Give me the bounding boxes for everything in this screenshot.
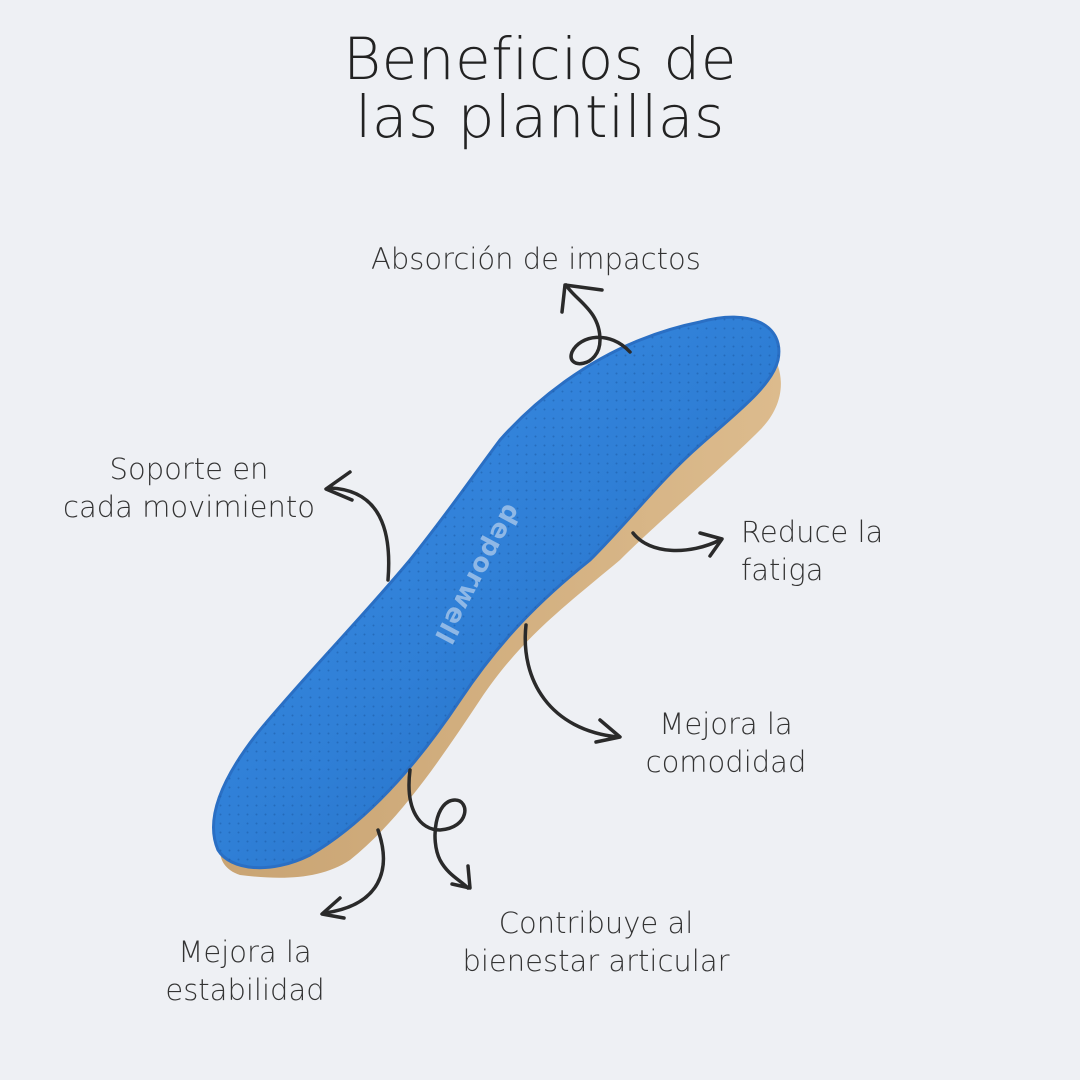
arrow-absorcion-head xyxy=(560,283,604,314)
arrow-absorcion xyxy=(564,283,632,366)
benefit-estabilidad-line-2: estabilidad xyxy=(165,973,325,1007)
arrow-fatiga-head xyxy=(698,531,724,558)
arrow-soporte-head xyxy=(324,470,354,502)
arrow-soporte xyxy=(328,486,391,582)
arrow-comodidad xyxy=(523,623,620,739)
title-line-2: las plantillas xyxy=(355,83,725,151)
arrow-comodidad-head xyxy=(594,718,622,744)
benefit-soporte-line-1: Soporte en xyxy=(109,452,269,486)
benefit-soporte-line-2: cada movimiento xyxy=(63,490,315,524)
benefit-estabilidad-line-1: Mejora la xyxy=(178,935,312,969)
page-title: Beneficios de las plantillas xyxy=(0,30,1080,146)
benefit-fatiga: Reduce la fatiga xyxy=(741,513,883,589)
benefit-articular-line-1: Contribuye al xyxy=(498,906,694,940)
arrow-articular xyxy=(407,768,470,890)
benefit-comodidad-line-1: Mejora la xyxy=(659,707,793,741)
title-line-1: Beneficios de xyxy=(343,25,737,93)
arrow-fatiga xyxy=(631,531,722,553)
arrow-articular-head xyxy=(450,864,472,890)
benefit-estabilidad: Mejora la estabilidad xyxy=(160,933,330,1009)
benefit-soporte: Soporte en cada movimiento xyxy=(60,450,318,526)
benefit-articular-line-2: bienestar articular xyxy=(462,944,730,978)
benefit-articular: Contribuye al bienestar articular xyxy=(458,904,734,980)
benefit-comodidad: Mejora la comodidad xyxy=(640,705,812,781)
benefit-fatiga-line-2: fatiga xyxy=(741,553,824,587)
benefit-fatiga-line-1: Reduce la xyxy=(741,515,884,549)
benefit-comodidad-line-2: comodidad xyxy=(645,745,807,779)
arrow-estabilidad-head xyxy=(320,896,346,920)
arrow-estabilidad xyxy=(323,828,386,915)
benefit-absorcion: Absorción de impactos xyxy=(371,242,701,276)
